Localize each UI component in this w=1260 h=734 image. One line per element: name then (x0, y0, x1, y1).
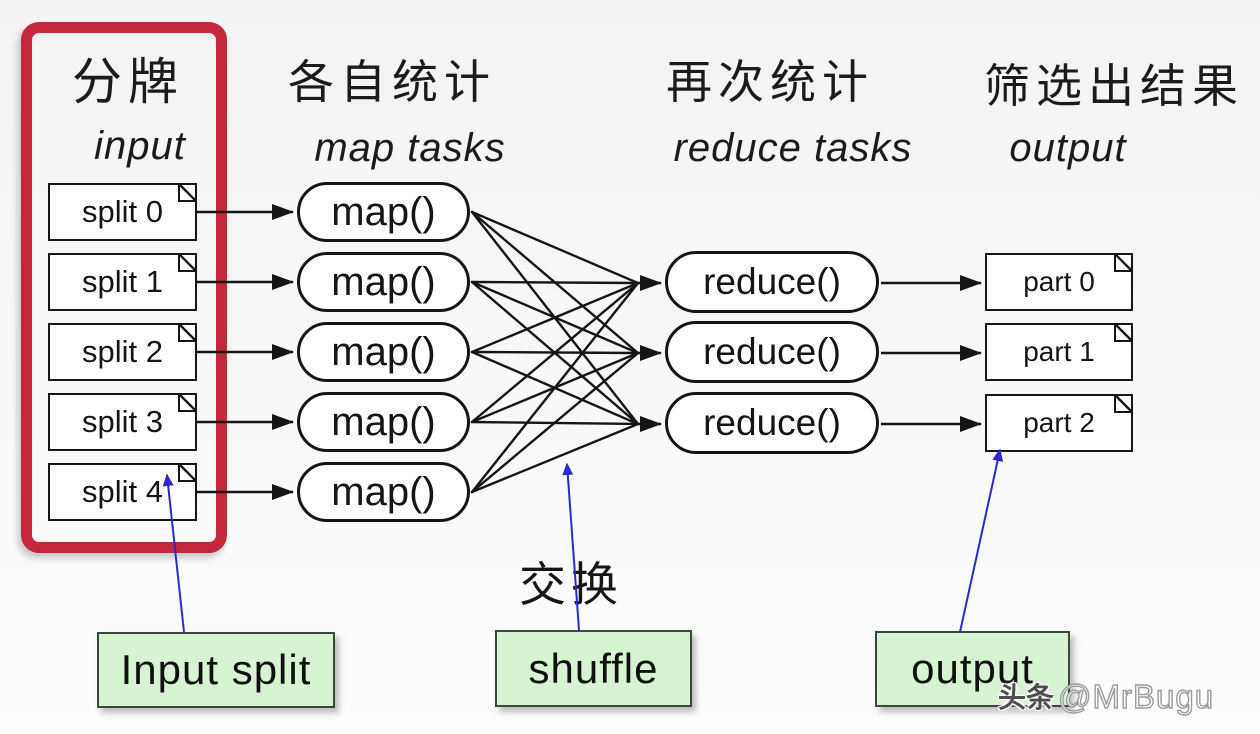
header-input-zh: 分牌 (72, 54, 184, 110)
header-reduce-en: reduce tasks (673, 126, 913, 170)
split-label: split 4 (82, 474, 163, 509)
map-4-node: map() (297, 462, 470, 522)
input-highlight-frame (21, 22, 227, 553)
split-2-node: split 2 (48, 323, 197, 381)
note-icon (178, 323, 197, 342)
split-4-node: split 4 (48, 463, 197, 521)
note-icon (1114, 323, 1133, 342)
map-2-node: map() (297, 322, 470, 382)
shuffle-callout-label: shuffle (528, 644, 659, 692)
note-icon (178, 393, 197, 412)
header-output-en: output (1009, 126, 1127, 170)
note-icon (178, 253, 197, 272)
output-callout: output (875, 631, 1070, 707)
note-icon (1114, 394, 1133, 413)
reduce-label: reduce() (703, 402, 841, 443)
header-reduce-zh: 再次统计 (666, 57, 874, 108)
map-label: map() (331, 399, 436, 444)
shuffle-lines (470, 210, 640, 494)
reduce-0-node: reduce() (665, 251, 879, 313)
map-3-node: map() (297, 392, 470, 452)
part-label: part 1 (1023, 336, 1095, 367)
reduce-label: reduce() (703, 331, 841, 372)
note-icon (178, 183, 197, 202)
header-map-en: map tasks (314, 126, 506, 170)
map-label: map() (331, 189, 436, 234)
note-icon (178, 463, 197, 482)
header-input-en: input (94, 124, 186, 168)
split-1-node: split 1 (48, 253, 197, 311)
input-split-callout-label: Input split (120, 646, 312, 693)
split-0-node: split 0 (48, 183, 197, 241)
reduce-1-node: reduce() (665, 321, 879, 383)
part-label: part 0 (1023, 266, 1095, 297)
part-1-node: part 1 (985, 323, 1133, 381)
output-pointer-arrow (959, 448, 1004, 633)
part-label: part 2 (1023, 407, 1095, 438)
map-label: map() (331, 469, 436, 514)
map-label: map() (331, 259, 436, 304)
split-label: split 3 (82, 404, 163, 439)
split-3-node: split 3 (48, 393, 197, 451)
shuffle-to-reduce-arrows (637, 275, 662, 432)
split-label: split 2 (82, 334, 163, 369)
output-callout-label: output (911, 645, 1034, 692)
map-label: map() (331, 329, 436, 374)
header-map-zh: 各自统计 (288, 57, 496, 108)
split-label: split 1 (82, 264, 163, 299)
map-0-node: map() (297, 182, 470, 242)
exchange-annotation: 交换 (519, 560, 623, 612)
watermark-handle: @MrBugu (1057, 677, 1215, 715)
reduce-label: reduce() (703, 261, 841, 302)
reduce-2-node: reduce() (665, 392, 879, 454)
map-1-node: map() (297, 252, 470, 312)
header-output-zh: 筛选出结果 (984, 61, 1244, 112)
split-label: split 0 (82, 194, 163, 229)
part-2-node: part 2 (985, 394, 1133, 452)
input-split-callout: Input split (97, 632, 335, 708)
reduce-to-part-arrows (881, 275, 982, 432)
shuffle-callout: shuffle (495, 630, 692, 707)
part-0-node: part 0 (985, 253, 1133, 311)
note-icon (1114, 253, 1133, 272)
